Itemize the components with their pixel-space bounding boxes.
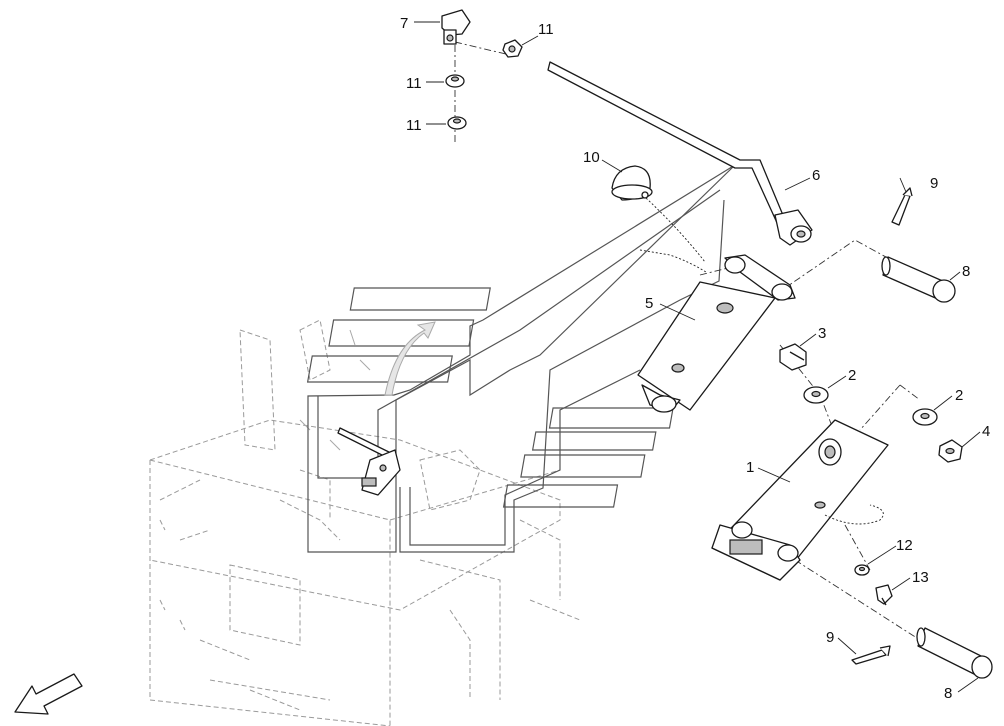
part-1-bracket: [711, 419, 889, 581]
callout-8: 8: [944, 685, 952, 702]
callout-8: 8: [962, 263, 970, 280]
machine-frame-ghost: [149, 319, 581, 726]
callout-11: 11: [406, 117, 422, 134]
part-2-washers: [803, 386, 938, 426]
arrow-down-left-icon: [14, 673, 83, 715]
callout-5: 5: [645, 295, 653, 312]
part-7-ball-joint: [441, 9, 471, 45]
part-13-bolt: [875, 584, 893, 606]
part-6-shaft: [547, 61, 813, 246]
callout-9: 9: [826, 629, 834, 646]
callout-11: 11: [538, 21, 554, 38]
callout-6: 6: [812, 167, 820, 184]
part-12-washer: [854, 564, 870, 576]
callout-11: 11: [406, 75, 422, 92]
callout-1: 1: [746, 459, 754, 476]
callout-13: 13: [912, 569, 929, 586]
callout-4: 4: [982, 423, 990, 440]
callout-10: 10: [583, 149, 600, 166]
part-8-pins: [881, 256, 993, 679]
callout-9: 9: [930, 175, 938, 192]
part-11-nuts: [445, 39, 523, 130]
callout-labels: 7 11 11 11 10 6 9 8 5 3 2 2 4 1 12 13 9 …: [400, 15, 990, 702]
zoom-frame: [306, 164, 736, 553]
callout-2: 2: [955, 387, 963, 404]
part-5-plate: [637, 254, 796, 413]
part-4-nut: [938, 439, 963, 463]
part-10-knob: [611, 165, 707, 273]
rotation-arrow-ghost: [384, 321, 436, 396]
part-3-screw: [779, 343, 807, 371]
leader-lines: [414, 21, 981, 693]
callout-12: 12: [896, 537, 913, 554]
part-9-pins: [851, 187, 913, 665]
callout-3: 3: [818, 325, 826, 342]
callout-2: 2: [848, 367, 856, 384]
lever-detail: [337, 427, 401, 496]
callout-7: 7: [400, 15, 408, 32]
